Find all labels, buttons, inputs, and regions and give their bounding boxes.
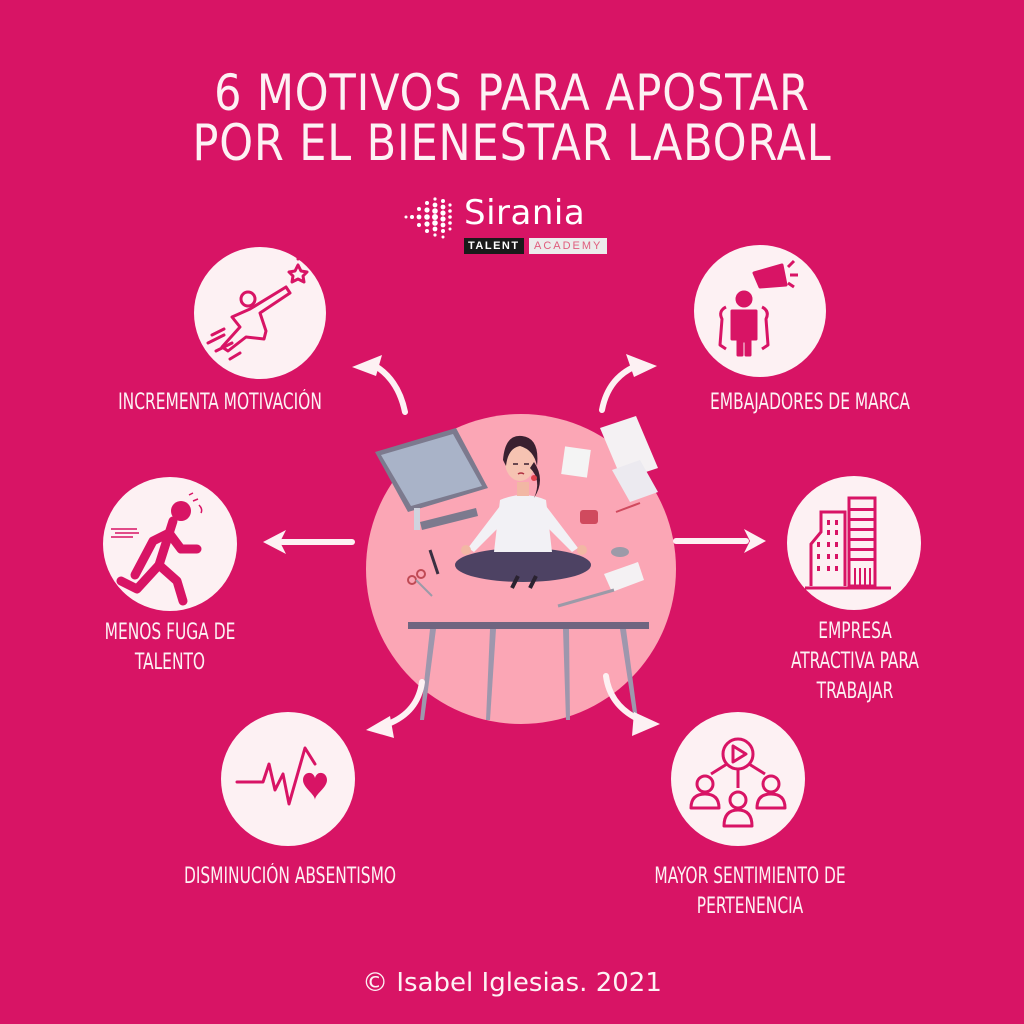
monitor-icon <box>375 428 488 530</box>
buildings-icon <box>805 496 891 590</box>
scissors-icon <box>407 549 440 597</box>
label-embajadores-de-marca: EMBAJADORES DE MARCA <box>710 390 910 415</box>
flying-person-star-icon <box>206 253 310 361</box>
title-line-1: 6 MOTIVOS PARA APOSTAR <box>214 64 810 122</box>
label-incrementa-motivacion: INCREMENTA MOTIVACIÓN <box>118 390 322 415</box>
network-people-play-icon <box>689 737 787 828</box>
circle-absentismo <box>221 712 355 846</box>
arrow-to-absentismo-icon <box>385 679 425 727</box>
group-megaphone-icon <box>718 259 798 357</box>
dot-sphere-icon <box>404 197 452 239</box>
label-line: MAYOR SENTIMIENTO DE <box>654 864 846 889</box>
label-line: EMPRESA <box>818 619 892 644</box>
woman-figure <box>455 435 591 589</box>
label-line: MENOS FUGA DE <box>104 620 236 645</box>
label-mayor-sentimiento-pertenencia: MAYOR SENTIMIENTO DE PERTENENCIA <box>633 862 867 922</box>
label-disminucion-absentismo: DISMINUCIÓN ABSENTISMO <box>183 864 397 889</box>
circle-embajadores <box>694 245 826 377</box>
label-menos-fuga-de-talento: MENOS FUGA DE TALENTO <box>69 618 272 678</box>
heartbeat-icon <box>235 746 327 806</box>
arrow-to-embajadores-icon <box>599 363 639 413</box>
desk-icon <box>408 622 649 720</box>
logo-tag-talent: TALENT <box>464 238 524 254</box>
running-person-icon <box>111 492 203 606</box>
logo-wordmark: Sirania <box>464 193 586 233</box>
label-line: TRABAJAR <box>816 679 894 704</box>
label-empresa-atractiva: EMPRESA ATRACTIVA PARA TRABAJAR <box>754 617 957 707</box>
copyright-footer: © Isabel Iglesias. 2021 <box>362 968 662 998</box>
logo-tag-academy: ACADEMY <box>529 238 608 254</box>
label-line: PERTENENCIA <box>696 894 804 919</box>
label-line: TALENTO <box>134 650 206 675</box>
sirania-logo: Sirania TALENT ACADEMY <box>400 193 630 263</box>
title-line-2: POR EL BIENESTAR LABORAL <box>192 114 832 172</box>
papers-icon <box>557 416 658 608</box>
label-line: ATRACTIVA PARA <box>791 649 919 674</box>
